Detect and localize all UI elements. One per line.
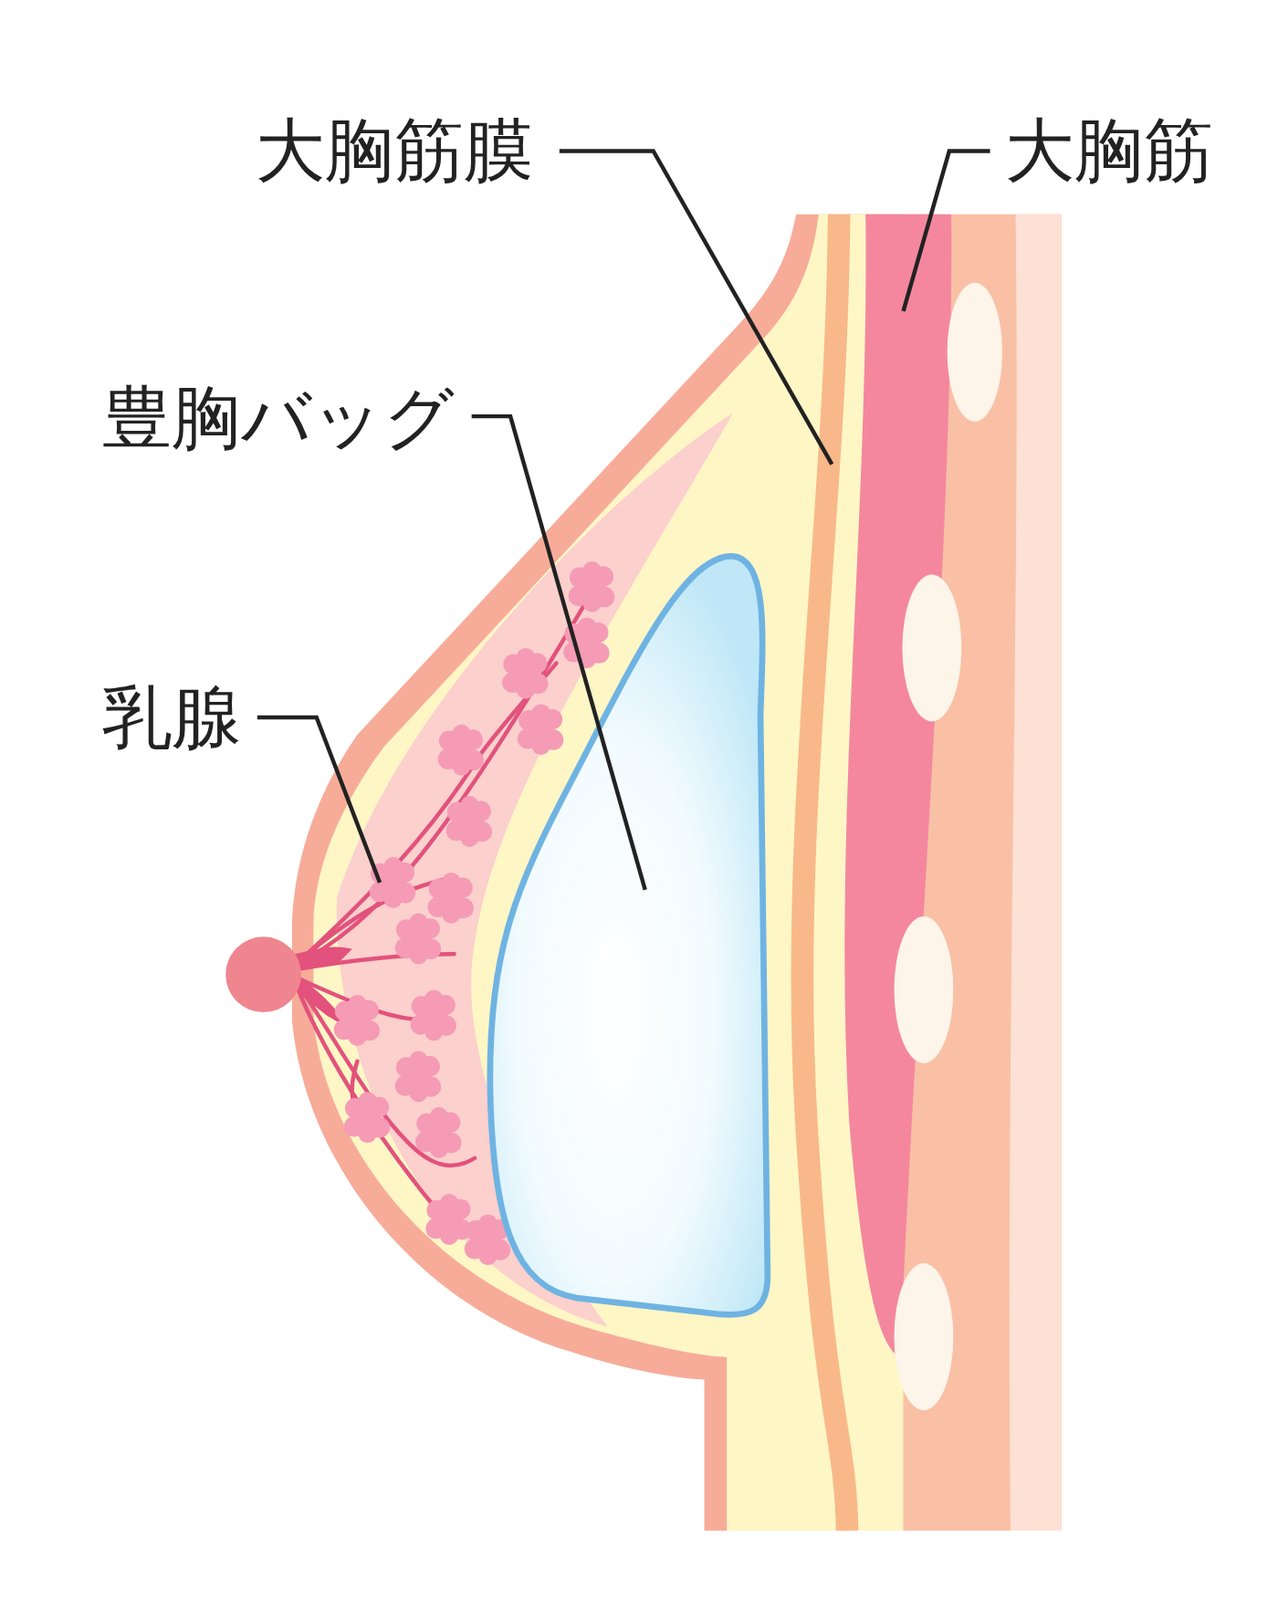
breast-implant	[490, 555, 768, 1315]
leader-lines	[257, 150, 991, 890]
part-label: 大胸筋	[1005, 113, 1214, 190]
chest-wall	[1009, 214, 1062, 1531]
fat-lobule	[901, 574, 962, 722]
pectoral-fascia	[802, 214, 848, 1531]
fat-lobule	[893, 1263, 954, 1411]
part-label: 豊胸バッグ	[102, 380, 455, 458]
part-label: 大胸筋膜	[255, 113, 534, 190]
fat-lobule	[947, 282, 1003, 422]
nipple	[225, 936, 302, 1013]
milk-ducts	[293, 946, 353, 972]
fat-lobule	[893, 916, 954, 1064]
pectoralis-muscle	[844, 214, 952, 1358]
part-label: 乳腺	[102, 679, 241, 756]
